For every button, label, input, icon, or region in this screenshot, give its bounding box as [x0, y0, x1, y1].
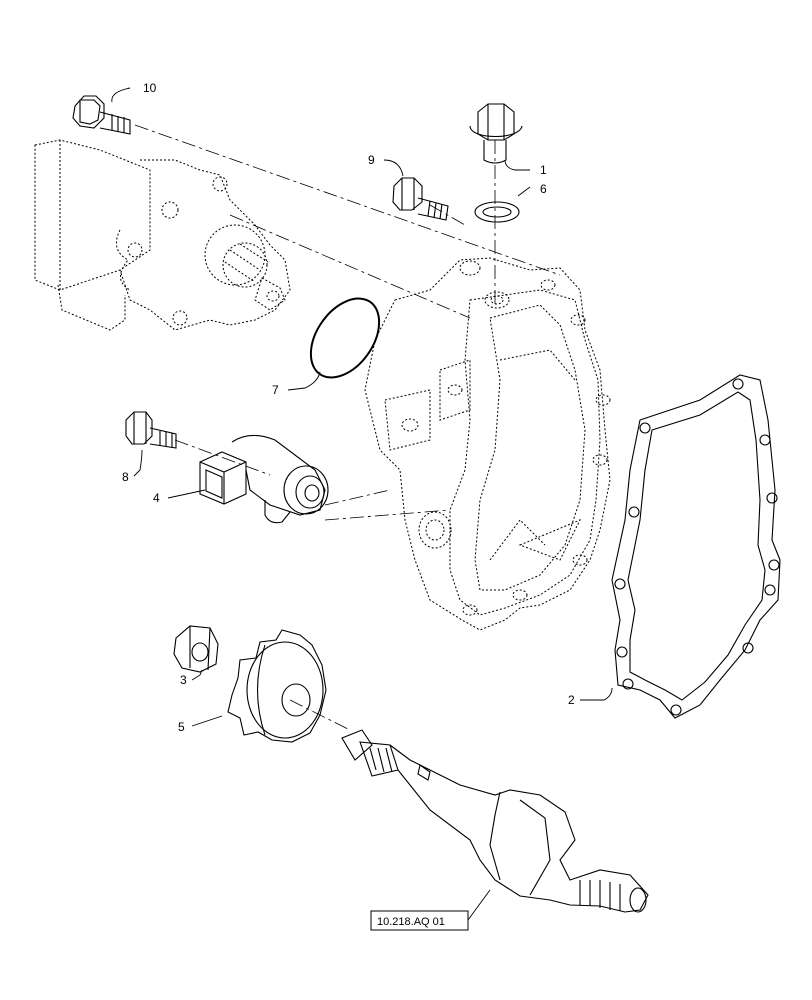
callout-10: 10 — [143, 81, 157, 95]
reference-label: 10.218.AQ 01 — [377, 916, 445, 928]
washer-6-icon — [474, 201, 520, 223]
nut-3-icon — [173, 625, 219, 673]
callout-3: 3 — [180, 673, 187, 687]
sensor-4-icon — [199, 434, 329, 524]
bolt-10-icon — [72, 95, 131, 135]
callout-4: 4 — [153, 491, 160, 505]
bolt-9-icon — [392, 177, 449, 221]
gear-5-icon — [227, 629, 327, 743]
bolt-8-icon — [125, 411, 177, 449]
bolt-1-icon — [469, 103, 523, 164]
gasket-2-icon — [611, 374, 781, 719]
callout-6: 6 — [540, 182, 547, 196]
callout-8: 8 — [122, 470, 129, 484]
actuator-solenoid — [34, 139, 291, 331]
callout-7: 7 — [272, 383, 279, 397]
callout-5: 5 — [178, 720, 185, 734]
reference-box[interactable]: 10.218.AQ 01 — [370, 910, 469, 931]
gear-housing — [364, 257, 611, 631]
o-ring-7-icon — [309, 297, 381, 379]
callout-9: 9 — [368, 153, 375, 167]
callout-2: 2 — [568, 693, 575, 707]
callout-labels: 10 1 6 9 7 8 4 3 5 2 — [122, 81, 575, 734]
shaft-icon — [341, 729, 649, 913]
callout-1: 1 — [540, 163, 547, 177]
leader-lines — [111, 87, 613, 921]
